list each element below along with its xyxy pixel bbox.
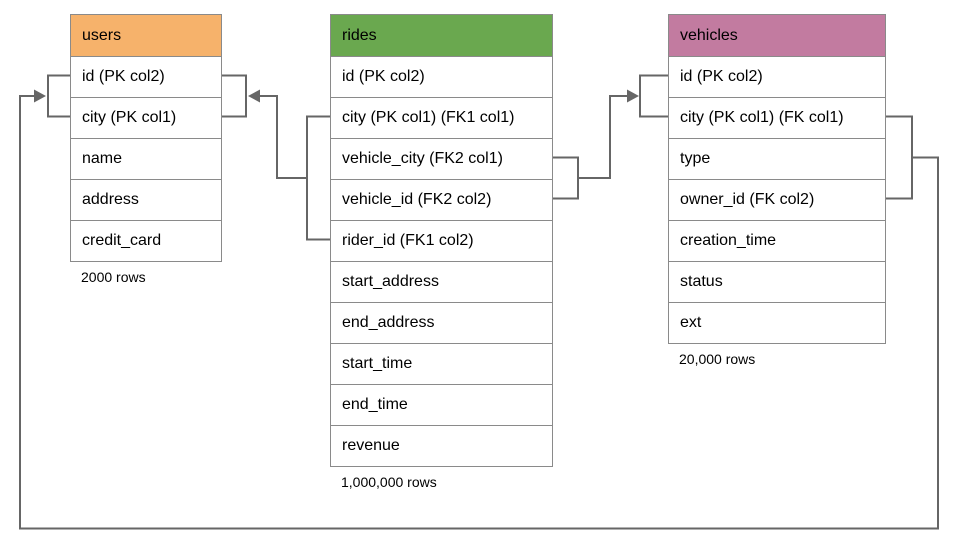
table-header-vehicles: vehicles — [669, 15, 885, 56]
field-row: start_address — [331, 261, 552, 302]
arrowhead-icon — [627, 89, 639, 103]
connector-line — [553, 156, 579, 200]
fk-vehicles-to-users-connector — [19, 74, 939, 530]
connector-line — [639, 74, 668, 118]
field-row: id (PK col2) — [71, 56, 221, 97]
arrowhead-icon — [248, 89, 260, 103]
connector-line — [578, 95, 628, 179]
field-row: rider_id (FK1 col2) — [331, 220, 552, 261]
field-row: address — [71, 179, 221, 220]
connector-line — [259, 95, 307, 179]
connector-line — [19, 95, 939, 530]
row-count-caption-users: 2000 rows — [81, 269, 146, 285]
connector-line — [47, 74, 70, 118]
field-row: credit_card — [71, 220, 221, 261]
connector-line — [222, 74, 247, 118]
field-row: type — [669, 138, 885, 179]
connector-line — [886, 115, 913, 200]
field-row: vehicle_id (FK2 col2) — [331, 179, 552, 220]
field-row: id (PK col2) — [331, 56, 552, 97]
field-row: city (PK col1) (FK1 col1) — [331, 97, 552, 138]
fk-rides-to-vehicles-connector — [553, 74, 668, 200]
field-row: start_time — [331, 343, 552, 384]
field-row: owner_id (FK col2) — [669, 179, 885, 220]
row-count-caption-vehicles: 20,000 rows — [679, 351, 756, 367]
connector-line — [306, 115, 330, 241]
field-row: city (PK col1) — [71, 97, 221, 138]
field-row: end_time — [331, 384, 552, 425]
arrowhead-icon — [34, 89, 46, 103]
field-row: creation_time — [669, 220, 885, 261]
field-row: city (PK col1) (FK col1) — [669, 97, 885, 138]
field-row: vehicle_city (FK2 col1) — [331, 138, 552, 179]
table-header-users: users — [71, 15, 221, 56]
field-row: end_address — [331, 302, 552, 343]
field-row: revenue — [331, 425, 552, 466]
field-row: status — [669, 261, 885, 302]
field-row: id (PK col2) — [669, 56, 885, 97]
field-row: ext — [669, 302, 885, 343]
fk-rides-to-users-connector — [222, 74, 330, 241]
row-count-caption-rides: 1,000,000 rows — [341, 474, 437, 490]
field-row: name — [71, 138, 221, 179]
table-header-rides: rides — [331, 15, 552, 56]
